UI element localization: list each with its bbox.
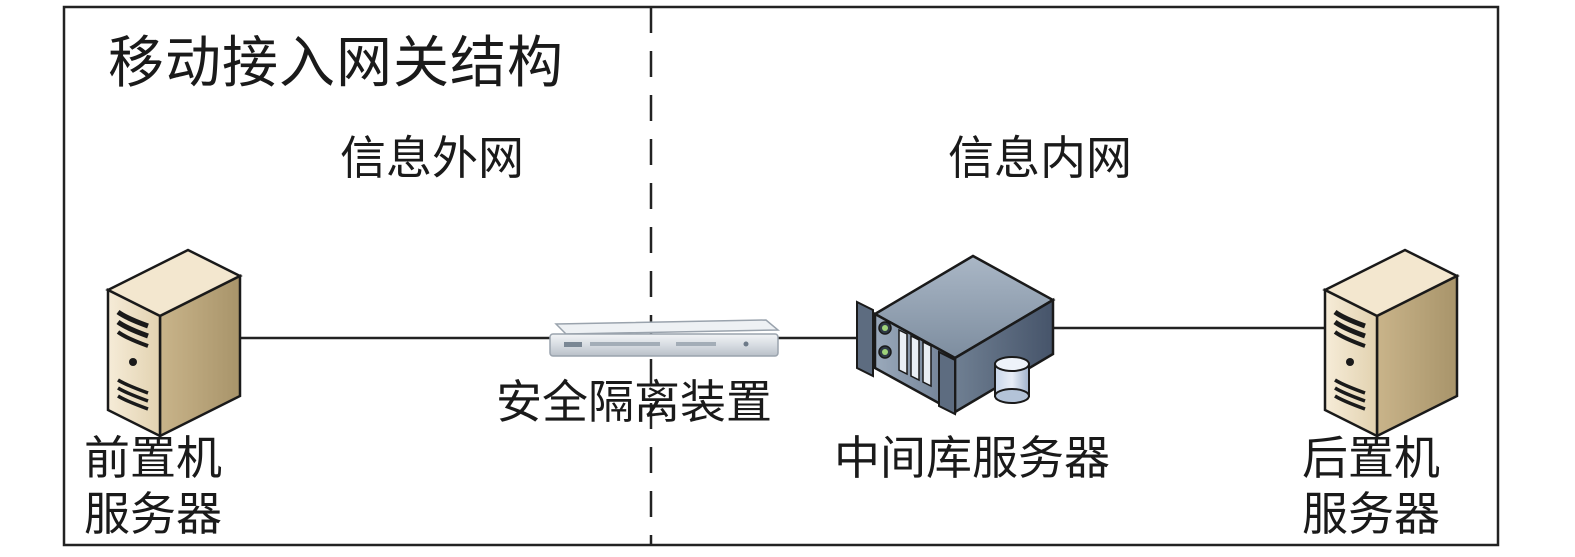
back-server-label-line1: 后置机 [1302,431,1440,485]
front-server-label: 前置机 服务器 [84,430,222,542]
frame-border [62,5,1500,547]
diagram-title: 移动接入网关结构 [108,31,564,96]
front-server-label-line2: 服务器 [84,487,222,541]
isolation-device-rack-appliance-icon [549,319,781,357]
middle-db-server-label: 中间库服务器 [834,431,1110,485]
front-server-tower-server-icon [105,248,243,439]
back-server-label: 后置机 服务器 [1302,430,1440,542]
middle-db-server-database-server-icon [856,254,1056,416]
back-server-tower-server-icon [1322,248,1460,439]
back-server-label-line2: 服务器 [1302,487,1440,541]
zone-label-inner: 信息内网 [948,131,1132,185]
isolation-device-label: 安全隔离装置 [496,375,772,429]
front-server-label-line1: 前置机 [84,431,222,485]
zone-label-outer: 信息外网 [340,131,524,185]
